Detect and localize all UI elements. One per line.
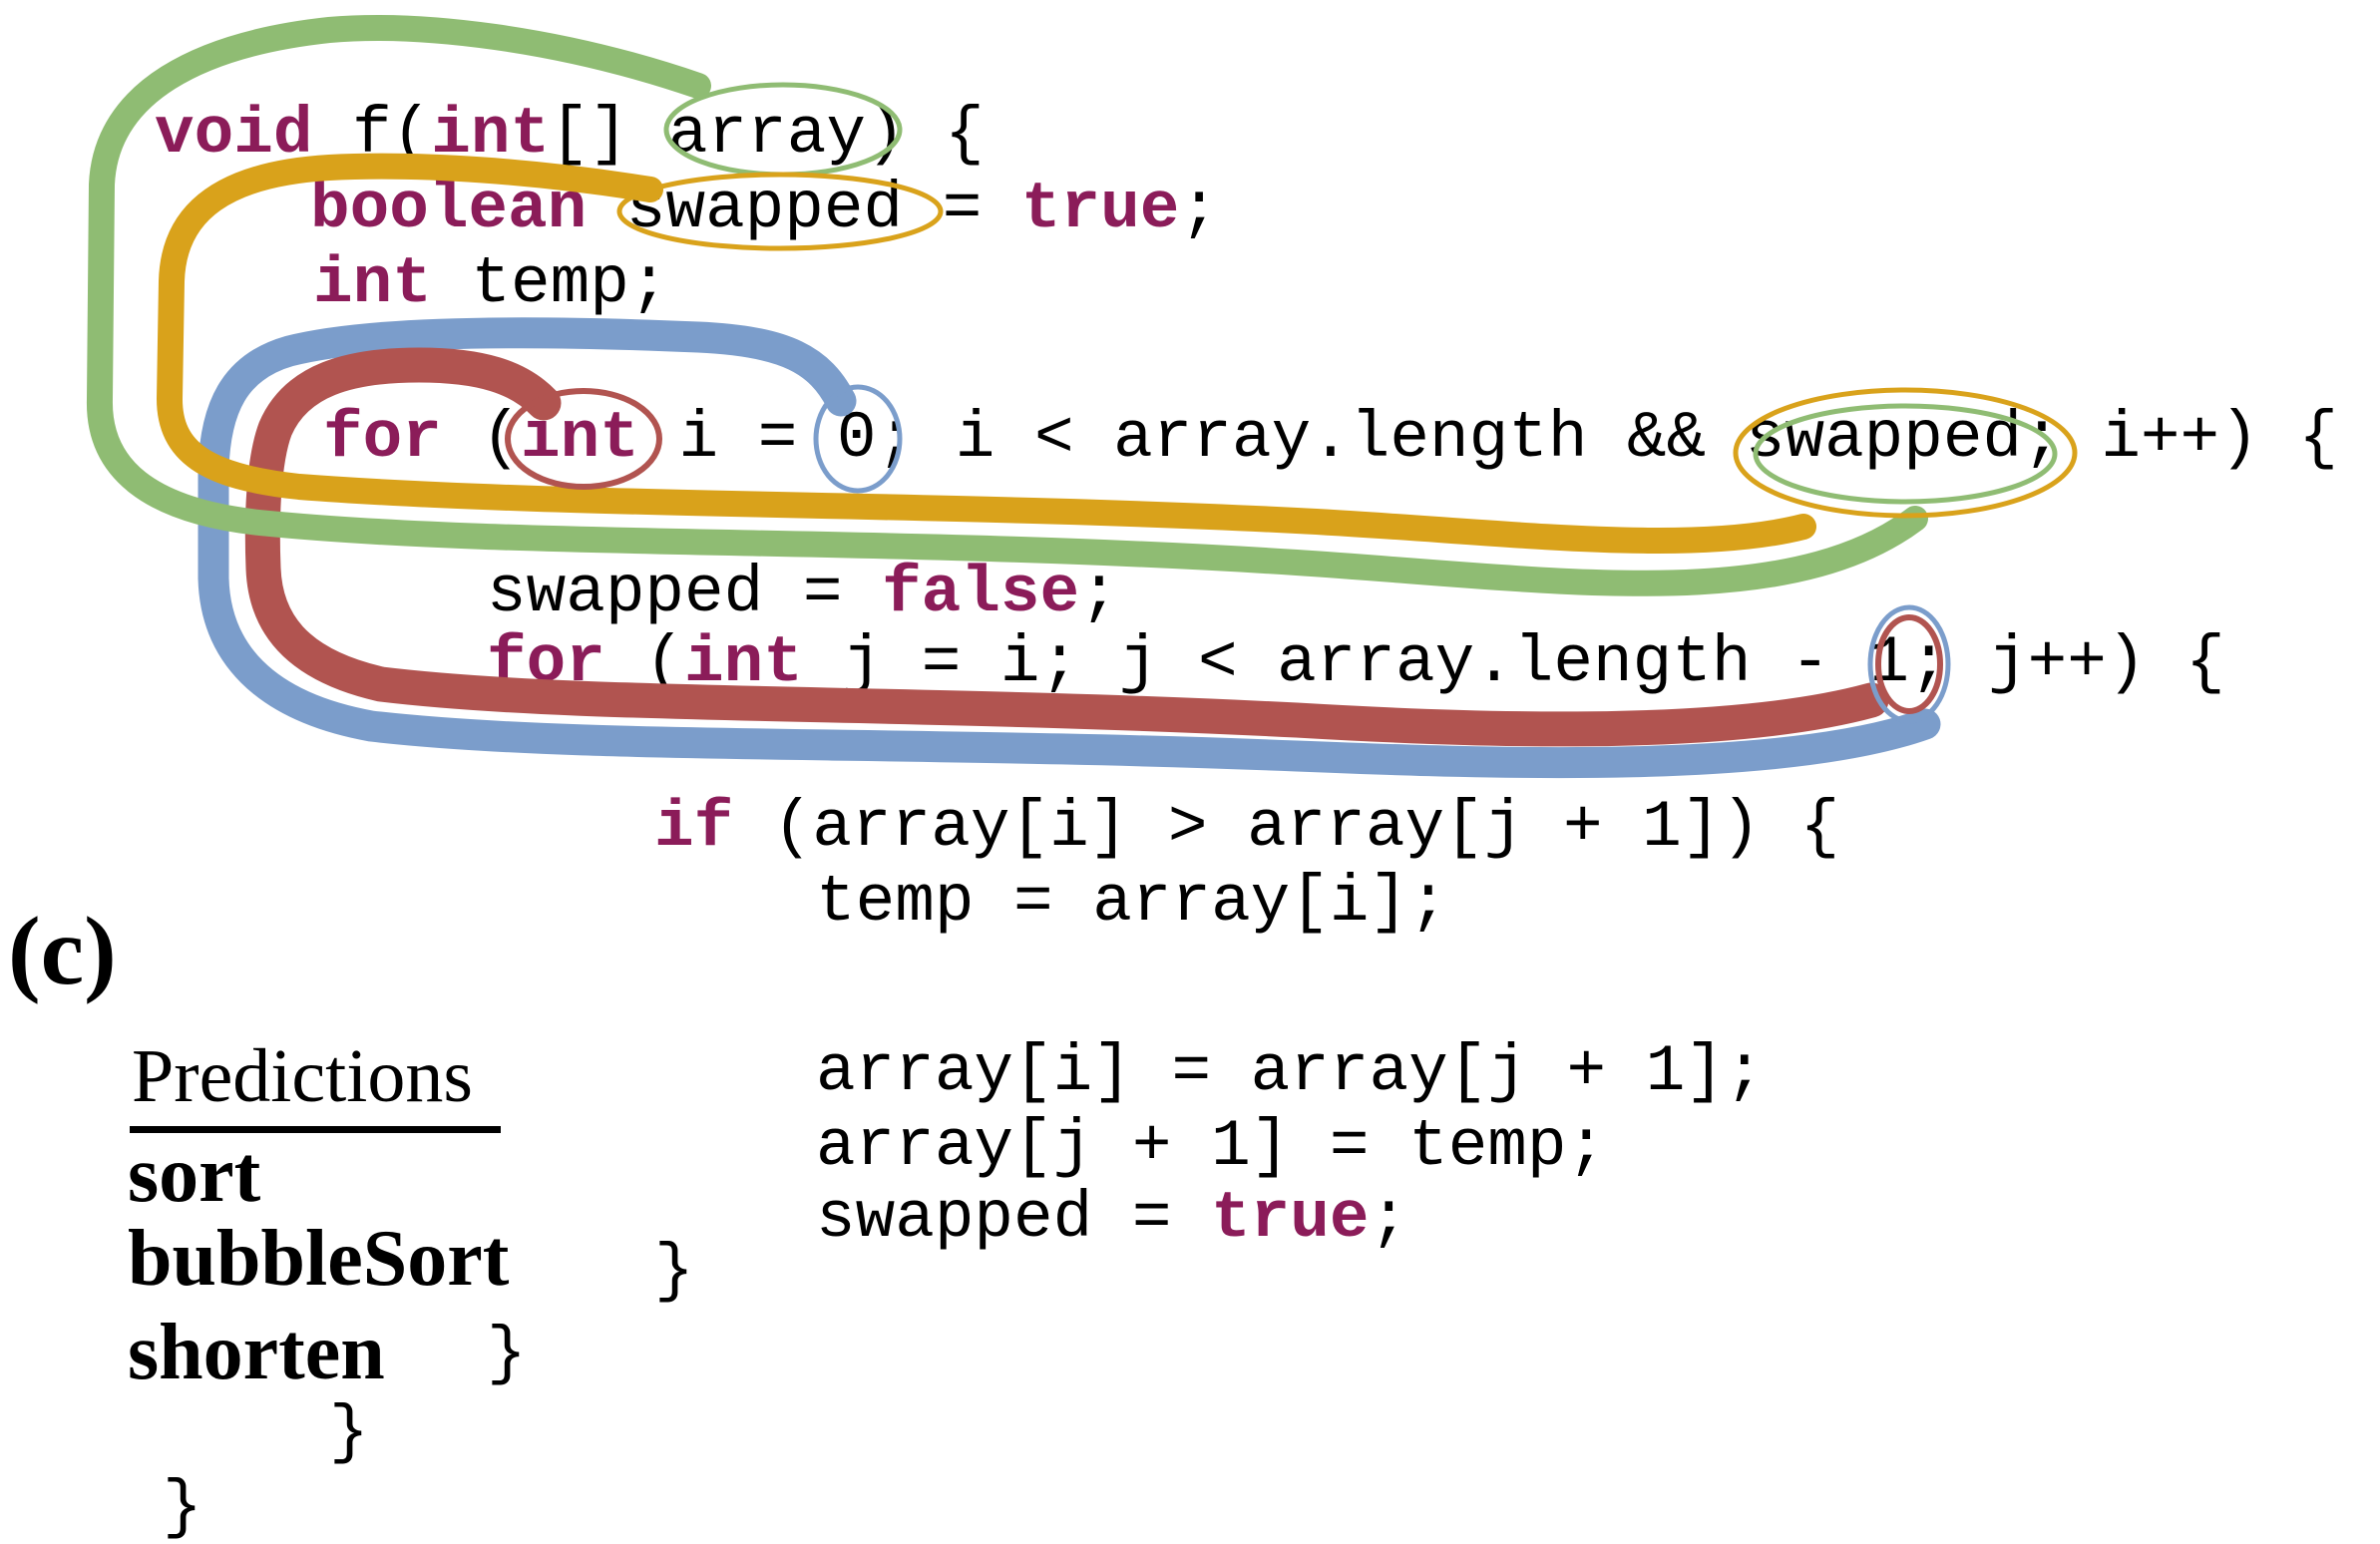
keyword-true: true (1020, 172, 1180, 246)
keyword-boolean: boolean (310, 172, 588, 246)
keyword-for: for (487, 625, 605, 700)
close-brace-if: } (654, 1234, 694, 1309)
close-brace-outer-for: } (329, 1395, 369, 1470)
close-brace-method: } (163, 1470, 202, 1544)
code-line-outer-for: for (int i = 0; i < array.length && swap… (323, 401, 2338, 476)
predictions-heading: Predictions (130, 1033, 501, 1133)
code-line-array-i-assign: array[i] = array[j + 1]; (816, 1034, 1765, 1109)
prediction-item-shorten: shorten (128, 1309, 385, 1396)
close-brace-inner-for: } (487, 1317, 527, 1391)
keyword-int: int (684, 625, 803, 700)
code-line-temp-assign: temp = array[i]; (816, 865, 1448, 940)
prediction-item-sort: sort (128, 1131, 261, 1219)
keyword-void: void (155, 97, 313, 172)
keyword-for: for (323, 401, 442, 476)
code-line-inner-for: for (int j = i; j < array.length - 1; j+… (487, 625, 2225, 700)
keyword-false: false (882, 556, 1080, 630)
subfigure-label: (c) (8, 898, 117, 1005)
code-line-if: if (array[i] > array[j + 1]) { (654, 790, 1840, 865)
keyword-if: if (654, 790, 734, 865)
code-line-signature: void f(int[] array) { (155, 97, 985, 172)
code-line-int-temp: int temp; (313, 246, 669, 321)
code-line-boolean-decl: boolean swapped = true; (310, 172, 1219, 246)
code-line-swapped-true: swapped = true; (816, 1181, 1409, 1256)
keyword-int: int (313, 246, 432, 321)
prediction-item-bubblesort: bubbleSort (128, 1215, 510, 1303)
keyword-true: true (1211, 1181, 1370, 1256)
code-line-swapped-false: swapped = false; (487, 556, 1119, 630)
code-line-array-j-assign: array[j + 1] = temp; (816, 1109, 1607, 1184)
keyword-int: int (431, 97, 551, 172)
keyword-int: int (521, 401, 639, 476)
